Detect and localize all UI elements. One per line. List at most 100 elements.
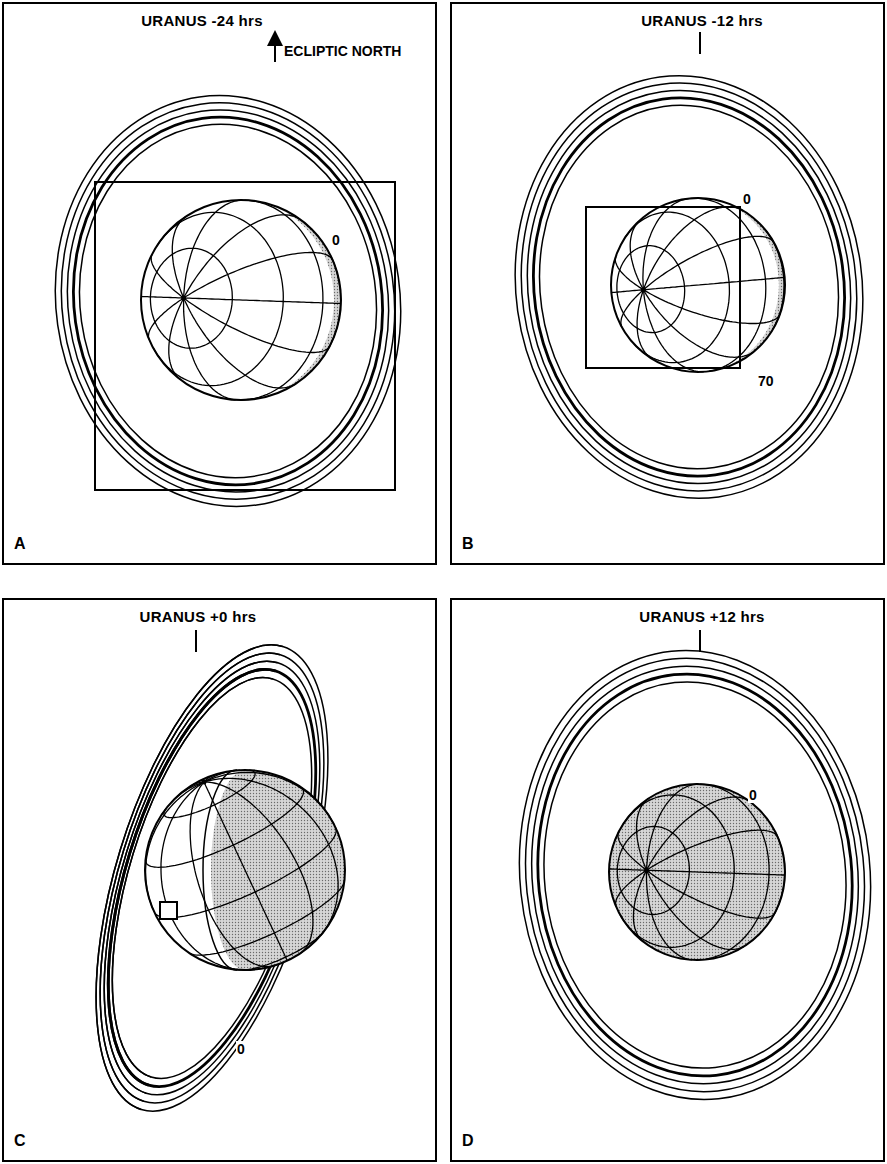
grid-line [184, 298, 295, 388]
planet-limb [145, 770, 345, 970]
planet-globe [609, 784, 785, 960]
grid-line [647, 870, 785, 875]
ring [495, 61, 883, 513]
ring-system [49, 619, 374, 1138]
grid-line [630, 221, 643, 290]
ecliptic-arrow [274, 38, 276, 62]
ring [50, 97, 406, 505]
grid-line [172, 217, 186, 298]
longitude-number: 0 [236, 1041, 246, 1057]
ring [497, 633, 887, 1117]
grid-line [169, 298, 184, 379]
ring [509, 78, 868, 497]
ring [504, 641, 885, 1108]
ring [43, 89, 413, 513]
grid-line [204, 782, 313, 953]
ring [488, 53, 887, 521]
label-anchor: 70 [757, 372, 775, 390]
grid-line [633, 870, 646, 942]
label-anchor: 0 [236, 1040, 246, 1058]
ring [516, 86, 861, 489]
planet-limb [141, 200, 341, 400]
grid-line [647, 830, 778, 870]
figure-panel: URANUS +0 hrsC [2, 598, 437, 1162]
ring-front [67, 646, 276, 1085]
ring-system [497, 633, 887, 1117]
grid-line [155, 828, 336, 918]
label-anchor: 0 [331, 231, 341, 249]
ring-front [61, 637, 278, 1094]
figure-panel: URANUS +12 hrsD [450, 598, 885, 1162]
grid-line [243, 932, 324, 970]
grid-line [698, 784, 769, 960]
grid-line [617, 246, 685, 333]
grid-line [620, 795, 735, 947]
panel-letter: C [14, 1132, 26, 1150]
camera-frame [95, 182, 395, 490]
grid-line [204, 782, 287, 961]
panel-letter: A [14, 535, 26, 553]
longitude-number: 70 [757, 373, 775, 389]
ring [36, 81, 420, 521]
grid-line [644, 290, 756, 358]
panel-title: URANUS -12 hrs [641, 12, 763, 29]
ecliptic-tick [195, 630, 197, 652]
panel-letter: B [462, 535, 474, 553]
grid-line [611, 290, 643, 293]
panel-title: URANUS +12 hrs [639, 608, 765, 625]
ecliptic-tick [699, 630, 701, 652]
panel-letter: D [462, 1132, 474, 1150]
grid-line [189, 881, 344, 955]
planet-limb [611, 198, 785, 372]
planet-globe [611, 198, 785, 372]
ring-system [49, 619, 282, 1110]
camera-frame [160, 902, 177, 919]
ring-system [488, 53, 887, 521]
grid-line [184, 253, 333, 299]
label-anchor: 0 [742, 190, 752, 208]
planet-globe [141, 200, 341, 400]
grid-line [647, 870, 745, 949]
grid-line [625, 212, 730, 362]
figure-panel: URANUS -24 hrsA [2, 2, 437, 565]
ring [57, 105, 399, 497]
grid-line [184, 298, 341, 304]
grid-line [151, 255, 184, 299]
grid-line [609, 869, 647, 870]
planet-globe [145, 770, 345, 970]
ring [29, 73, 427, 529]
grid-line [637, 799, 649, 871]
ring [511, 650, 878, 1100]
ring [518, 658, 872, 1091]
planet-limb [609, 784, 785, 960]
axis-label: ECLIPTIC NORTH [283, 43, 402, 59]
pole-dot [181, 295, 186, 300]
panel-title: URANUS -24 hrs [141, 12, 263, 29]
grid-line [644, 236, 774, 289]
grid-line [621, 290, 644, 327]
ring [525, 667, 865, 1083]
grid-line [615, 257, 643, 290]
camera-frame [586, 207, 740, 368]
grid-line [618, 832, 647, 870]
grid-line [644, 277, 785, 289]
ring-front [55, 628, 280, 1102]
ecliptic-tick [699, 32, 701, 54]
longitude-number: 0 [742, 191, 752, 207]
pole-dot [644, 868, 649, 873]
grid-line [150, 248, 232, 348]
label-anchor: ECLIPTIC NORTH [283, 42, 402, 60]
grid-line [242, 200, 323, 400]
grid-line [141, 297, 184, 299]
night-side [609, 784, 785, 960]
ring-front [49, 619, 282, 1110]
grid-line [161, 782, 247, 970]
figure-panel: URANUS -12 hrsB [450, 2, 885, 565]
ring [49, 619, 374, 1138]
ring [502, 69, 876, 504]
grid-line [617, 827, 689, 915]
pole-dot [641, 287, 646, 292]
panel-title: URANUS +0 hrs [140, 608, 257, 625]
